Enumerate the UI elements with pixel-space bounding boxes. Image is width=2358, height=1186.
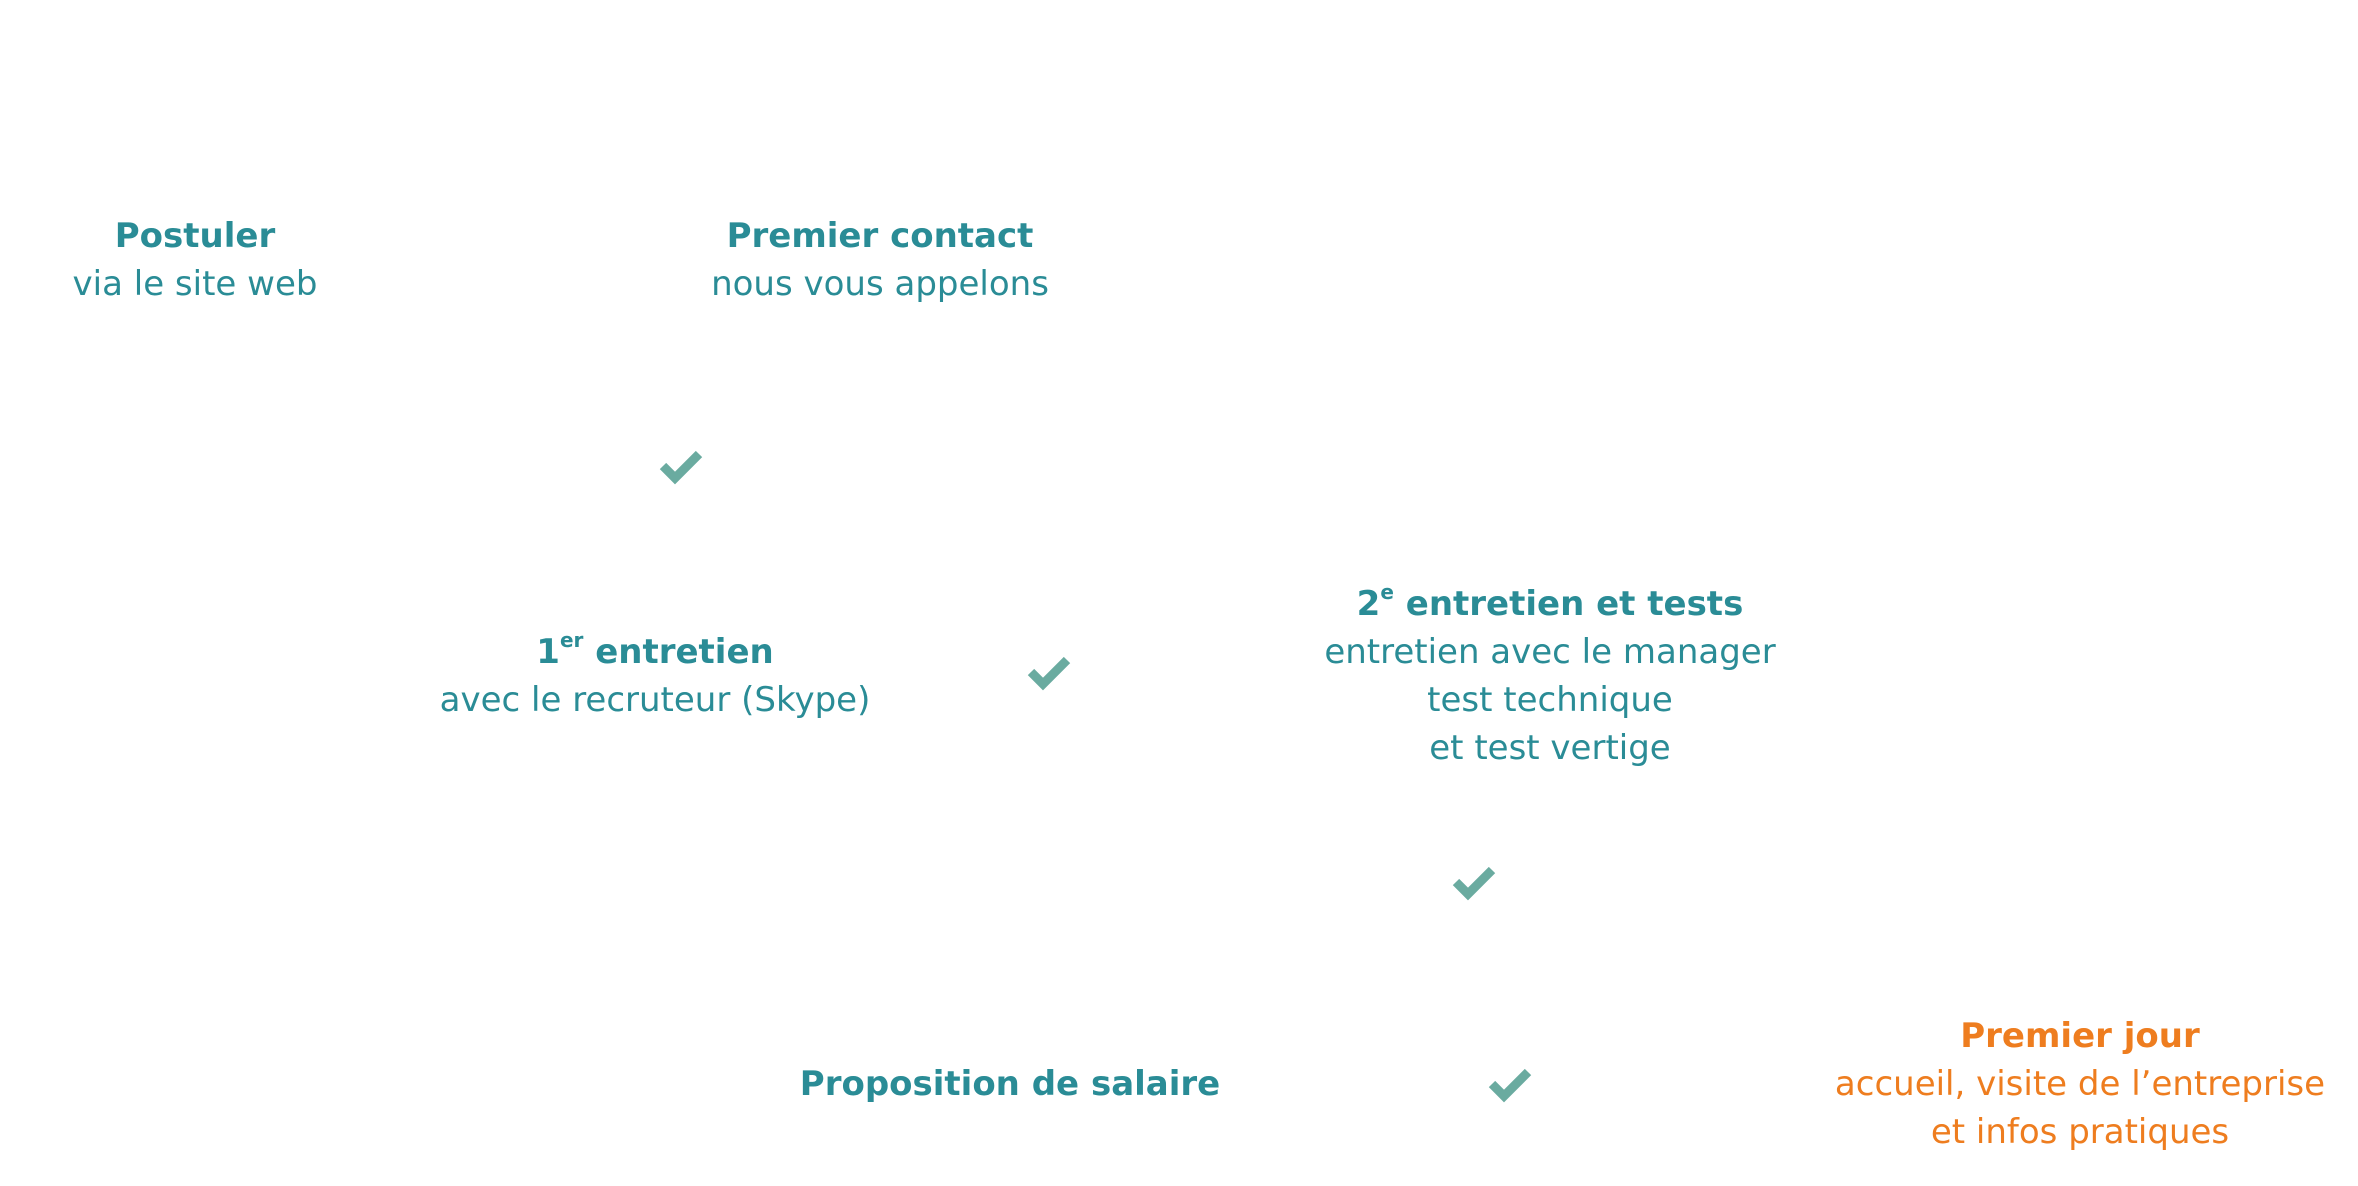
step-description: et infos pratiques (1930, 1112, 2230, 1152)
step-deuxieme-entretien: 2e entretien et tests entretien avec le … (1290, 580, 1810, 772)
step-title: Postuler (114, 216, 276, 256)
step-description: nous vous appelons (711, 264, 1049, 304)
step-description: via le site web (72, 264, 318, 304)
step-premier-jour: Premier jour accueil, visite de l’entrep… (1820, 1012, 2340, 1156)
step-description: avec le recruteur (Skype) (439, 680, 871, 720)
step-title: Proposition de salaire (799, 1064, 1221, 1104)
step-title: 1er entretien (536, 627, 774, 672)
check-icon (1025, 652, 1073, 692)
step-title: Premier jour (1960, 1016, 2200, 1056)
check-icon (1486, 1064, 1534, 1104)
step-proposition-salaire: Proposition de salaire (790, 1060, 1230, 1108)
check-icon (1450, 862, 1498, 902)
step-premier-entretien: 1er entretien avec le recruteur (Skype) (420, 628, 890, 724)
check-icon (657, 446, 705, 486)
step-description: et test vertige (1429, 728, 1671, 768)
step-postuler: Postuler via le site web (60, 212, 330, 308)
step-title: Premier contact (726, 216, 1034, 256)
step-premier-contact: Premier contact nous vous appelons (690, 212, 1070, 308)
step-description: entretien avec le manager (1324, 632, 1776, 672)
step-title: 2e entretien et tests (1356, 579, 1744, 624)
step-description: test technique (1427, 680, 1673, 720)
step-description: accueil, visite de l’entreprise (1834, 1064, 2326, 1104)
